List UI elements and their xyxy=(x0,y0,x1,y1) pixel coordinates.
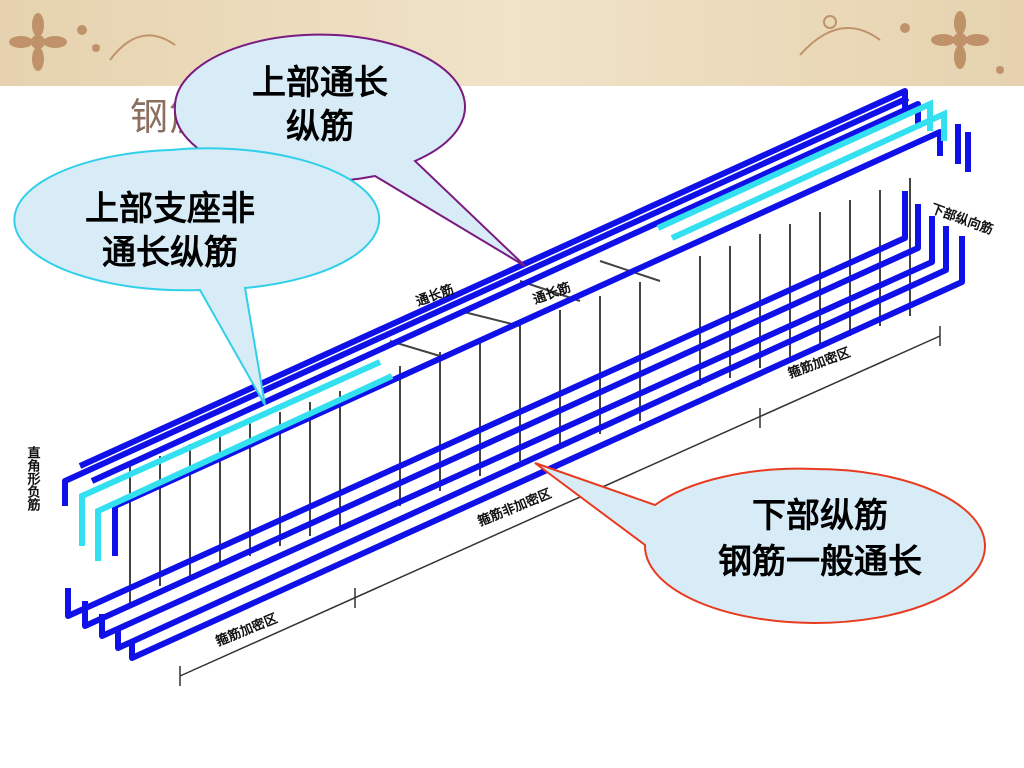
callout-top-support-line1: 上部支座非 xyxy=(85,189,255,229)
label-side-longitudinal: 下部纵向筋 xyxy=(929,201,996,238)
top-support-bars xyxy=(79,99,947,561)
callout-top-through-bar: 上部通长 纵筋 xyxy=(173,33,526,276)
callout-top-support-bar: 上部支座非 通长纵筋 xyxy=(0,147,381,410)
flower-ornament-right-icon xyxy=(799,11,1004,74)
callout-bottom-bar: 下部纵筋 钢筋一般通长 xyxy=(525,455,986,625)
callout-bottom-line2: 钢筋一般通长 xyxy=(718,542,922,582)
anchor-hooks xyxy=(955,124,971,172)
dimension-lines xyxy=(179,326,941,686)
decorative-banner xyxy=(0,0,1024,86)
callout-top-support-line2: 通长纵筋 xyxy=(102,233,238,273)
label-right-angle-bar: 直角形负筋 xyxy=(25,445,42,512)
flower-ornament-left-icon xyxy=(9,13,176,71)
callout-top-through-line2: 纵筋 xyxy=(286,107,354,147)
label-stirrup-dense-right: 箍筋加密区 xyxy=(786,344,853,381)
callout-top-through-line1: 上部通长 xyxy=(252,63,388,103)
bottom-through-bars xyxy=(65,191,965,661)
callout-bottom-line1: 下部纵筋 xyxy=(752,496,888,536)
rebar-cage-diagram: 通长筋 通长筋 箍筋加密区 箍筋非加密区 箍筋加密区 下部纵向筋 直角形负筋 xyxy=(25,88,996,686)
top-through-bars xyxy=(62,88,943,556)
